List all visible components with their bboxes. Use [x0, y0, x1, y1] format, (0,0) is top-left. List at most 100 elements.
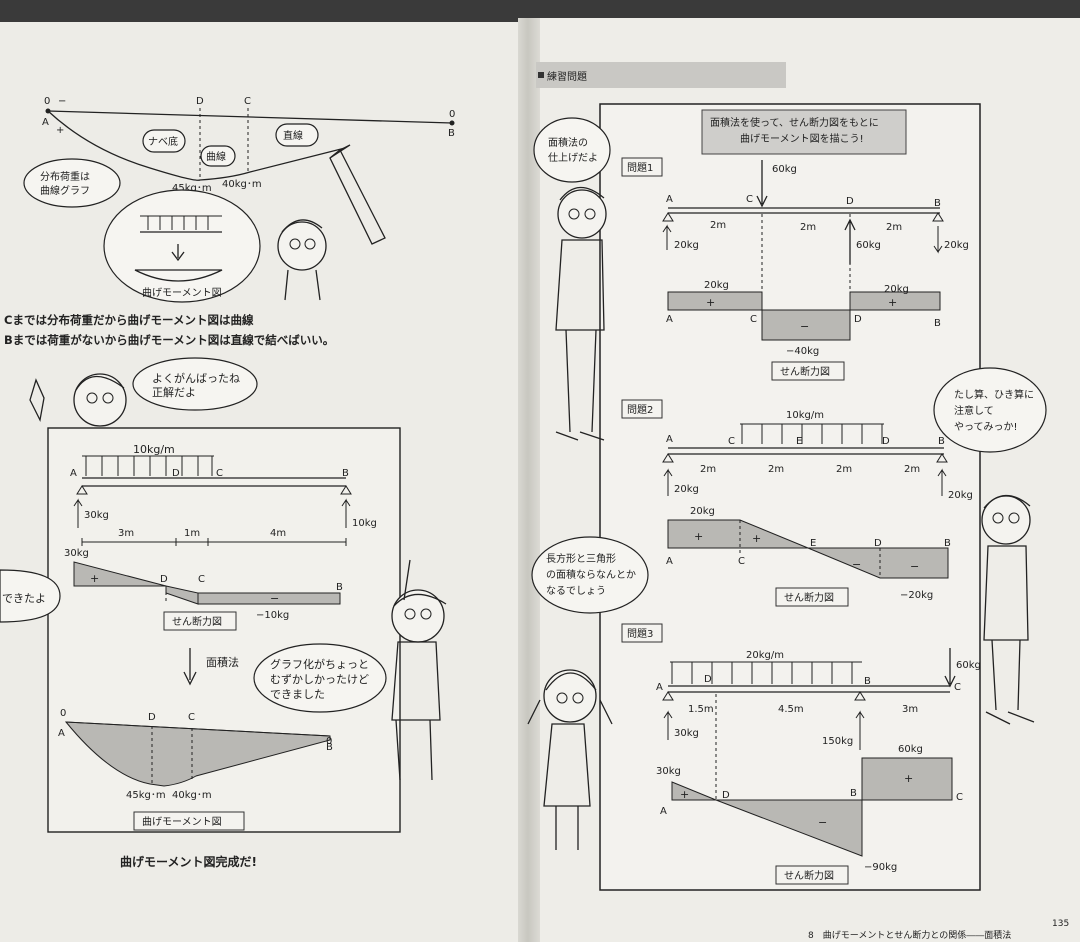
p1-A: A: [666, 194, 673, 205]
p1-shear-A: A: [666, 314, 673, 325]
p2-dim-1: 2m: [700, 464, 716, 475]
top-C: C: [244, 96, 251, 107]
p2-shear-C: C: [738, 556, 745, 567]
p2-dim-3: 2m: [836, 464, 852, 475]
p3-B: B: [864, 676, 871, 687]
p1-shear-left: 20kg: [704, 280, 729, 291]
p2-plus-2: +: [752, 532, 761, 545]
top-zero-right: 0: [449, 109, 455, 120]
p1-shear-min: −40kg: [786, 346, 819, 357]
p3-shear-A: A: [660, 806, 667, 817]
left-shear-bottom: −10kg: [256, 610, 289, 621]
p2-B: B: [938, 436, 945, 447]
top-A: A: [42, 117, 49, 128]
p3-load-c: 60kg: [956, 660, 981, 671]
p2-shear-D: D: [874, 538, 882, 549]
area-method-arrow: 面積法: [183, 648, 239, 686]
left-shear-plus: +: [90, 572, 99, 585]
right-boy: [981, 494, 1035, 725]
left-beam-D: D: [172, 468, 180, 479]
p2-rb: 20kg: [948, 490, 973, 501]
p2-minus-2: −: [910, 560, 919, 573]
left-beam-rb: 10kg: [352, 518, 377, 529]
problem-3: 問題3 20kg/m 60kg A D B C 1.5m 4.5m 3m 30k…: [621, 623, 981, 885]
p2-dim-4: 2m: [904, 464, 920, 475]
p1-C: C: [746, 194, 753, 205]
p2-D: D: [882, 436, 890, 447]
left-shear-B: B: [336, 582, 343, 593]
p3-shear-B: B: [850, 788, 857, 799]
left-beam-A: A: [70, 468, 77, 479]
bubble-bunpu-line1: 分布荷重は: [40, 170, 90, 183]
p3-shear-D: D: [722, 790, 730, 801]
teacher-character: [29, 373, 127, 427]
p2-shear-top: 20kg: [690, 506, 715, 517]
instruction-line1: 面積法を使って、せん断力図をもとに: [710, 116, 879, 129]
bubble-good: よくがんばったね 正解だよ: [132, 357, 258, 411]
p2-label: せん断力図: [784, 591, 834, 604]
p2-shear-B: B: [944, 538, 951, 549]
bubble-good-line1: よくがんばったね: [152, 371, 240, 385]
page-number: 135: [1052, 919, 1069, 929]
instruction-line2: 曲げモーメント図を描こう!: [740, 132, 864, 145]
left-moment-40: 40kg･m: [172, 790, 212, 801]
top-B: B: [448, 128, 455, 139]
explain-line-2: Bまでは荷重がないから曲げモーメント図は直線で結べばいい。: [4, 333, 334, 347]
p3-C: C: [954, 682, 961, 693]
top-zero-left: 0: [44, 96, 50, 107]
left-moment-zero-l: 0: [60, 708, 66, 719]
p3-dim-1: 1.5m: [688, 704, 714, 715]
bubble-graph-line1: グラフ化がちょっと: [270, 657, 369, 671]
bubble-shiage-line2: 仕上げだよ: [548, 151, 598, 164]
p2-ra: 20kg: [674, 484, 699, 495]
p1-B: B: [934, 198, 941, 209]
p1-load-c: 60kg: [772, 164, 797, 175]
top-D: D: [196, 96, 204, 107]
section-tag-bg: [536, 62, 786, 88]
p2-shear-min: −20kg: [900, 590, 933, 601]
p3-D: D: [704, 674, 712, 685]
bubble-chou-line1: 長方形と三角形: [546, 552, 616, 565]
p1-rb: 20kg: [944, 240, 969, 251]
p1-dim-2: 2m: [800, 222, 816, 233]
bubble-dekita-text: できたよ: [2, 592, 46, 605]
p1-dim-3: 2m: [886, 222, 902, 233]
p3-shear-left: 30kg: [656, 766, 681, 777]
p3-A: A: [656, 682, 663, 693]
left-shear-label: せん断力図: [172, 615, 222, 628]
tall-boy: [555, 186, 607, 441]
p1-shear-C: C: [750, 314, 757, 325]
left-beam: 10kg/m A D C B 30kg 10kg 3m 1m 4m: [70, 443, 377, 546]
top-40kgm: 40kg･m: [222, 179, 262, 190]
p1-plus-l: +: [706, 296, 715, 309]
completion-text: 曲げモーメント図完成だ!: [120, 854, 257, 869]
p2-load: 10kg/m: [786, 410, 824, 421]
p1-shear-D: D: [854, 314, 862, 325]
left-moment-45: 45kg･m: [126, 790, 166, 801]
left-shear-C: C: [198, 574, 205, 585]
bubble-shiage-line1: 面積法の: [548, 136, 588, 149]
boy-thinking: [277, 219, 327, 301]
bubble-tashizan-line2: 注意して: [954, 404, 994, 417]
p3-ra: 30kg: [674, 728, 699, 739]
label-chokusen: 直線: [283, 129, 303, 142]
footer-text: 8 曲げモーメントとせん断力との関係――面積法: [808, 929, 1011, 941]
left-moment-D: D: [148, 712, 156, 723]
left-beam-ra: 30kg: [84, 510, 109, 521]
p1-minus: −: [800, 320, 809, 333]
left-moment-zero-r: 0: [326, 736, 332, 747]
left-dim-3: 4m: [270, 528, 286, 539]
p2-dim-2: 2m: [768, 464, 784, 475]
left-moment-C: C: [188, 712, 195, 723]
bubble-graph: グラフ化がちょっと むずかしかったけど できました: [253, 643, 387, 713]
p1-shear-B: B: [934, 318, 941, 329]
p2-plus-1: +: [694, 530, 703, 543]
top-plus: +: [56, 125, 64, 136]
left-moment-label: 曲げモーメント図: [142, 816, 222, 828]
top-minus: −: [58, 96, 66, 107]
left-beam-load: 10kg/m: [133, 443, 175, 456]
problem-1: 問題1 60kg 60kg A C D B 2m 2m 2m 20kg 20kg…: [621, 157, 969, 381]
p1-dim-1: 2m: [710, 220, 726, 231]
